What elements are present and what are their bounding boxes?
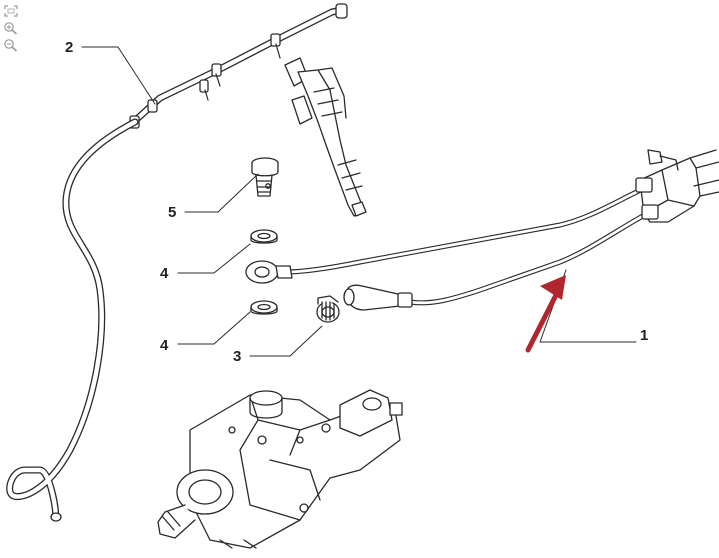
callout-3: 3: [233, 348, 241, 365]
hose-clamp-part-3: [316, 295, 340, 323]
fit-to-page-icon: [4, 5, 18, 17]
callout-2: 2: [65, 39, 73, 56]
return-hose-part-2: [6, 3, 348, 522]
zoom-out-icon: [4, 39, 18, 52]
callout-4-upper: 4: [160, 265, 169, 282]
leader-line-4-upper: [177, 243, 251, 274]
leader-line-5: [184, 173, 259, 213]
zoom-in-button[interactable]: [3, 21, 19, 35]
zoom-in-icon: [4, 22, 18, 35]
callout-4-lower: 4: [160, 337, 169, 354]
fit-to-page-button[interactable]: [3, 4, 19, 18]
sealing-washer-upper-part-4: [250, 229, 278, 244]
red-indicator-arrow: [525, 275, 566, 353]
fuel-pipe-assembly-part-1: [245, 149, 719, 311]
viewer-toolbar: [3, 4, 21, 55]
sealing-washer-lower-part-4: [250, 300, 278, 315]
leader-line-4-lower: [177, 311, 251, 345]
zoom-out-button[interactable]: [3, 38, 19, 52]
callout-5: 5: [168, 204, 176, 221]
high-pressure-pump: [157, 389, 403, 549]
fuel-injector: [284, 57, 367, 217]
banjo-bolt-part-5: [251, 157, 279, 197]
leader-line-2: [81, 46, 156, 105]
callout-1: 1: [640, 327, 648, 344]
leader-line-3: [249, 325, 323, 357]
